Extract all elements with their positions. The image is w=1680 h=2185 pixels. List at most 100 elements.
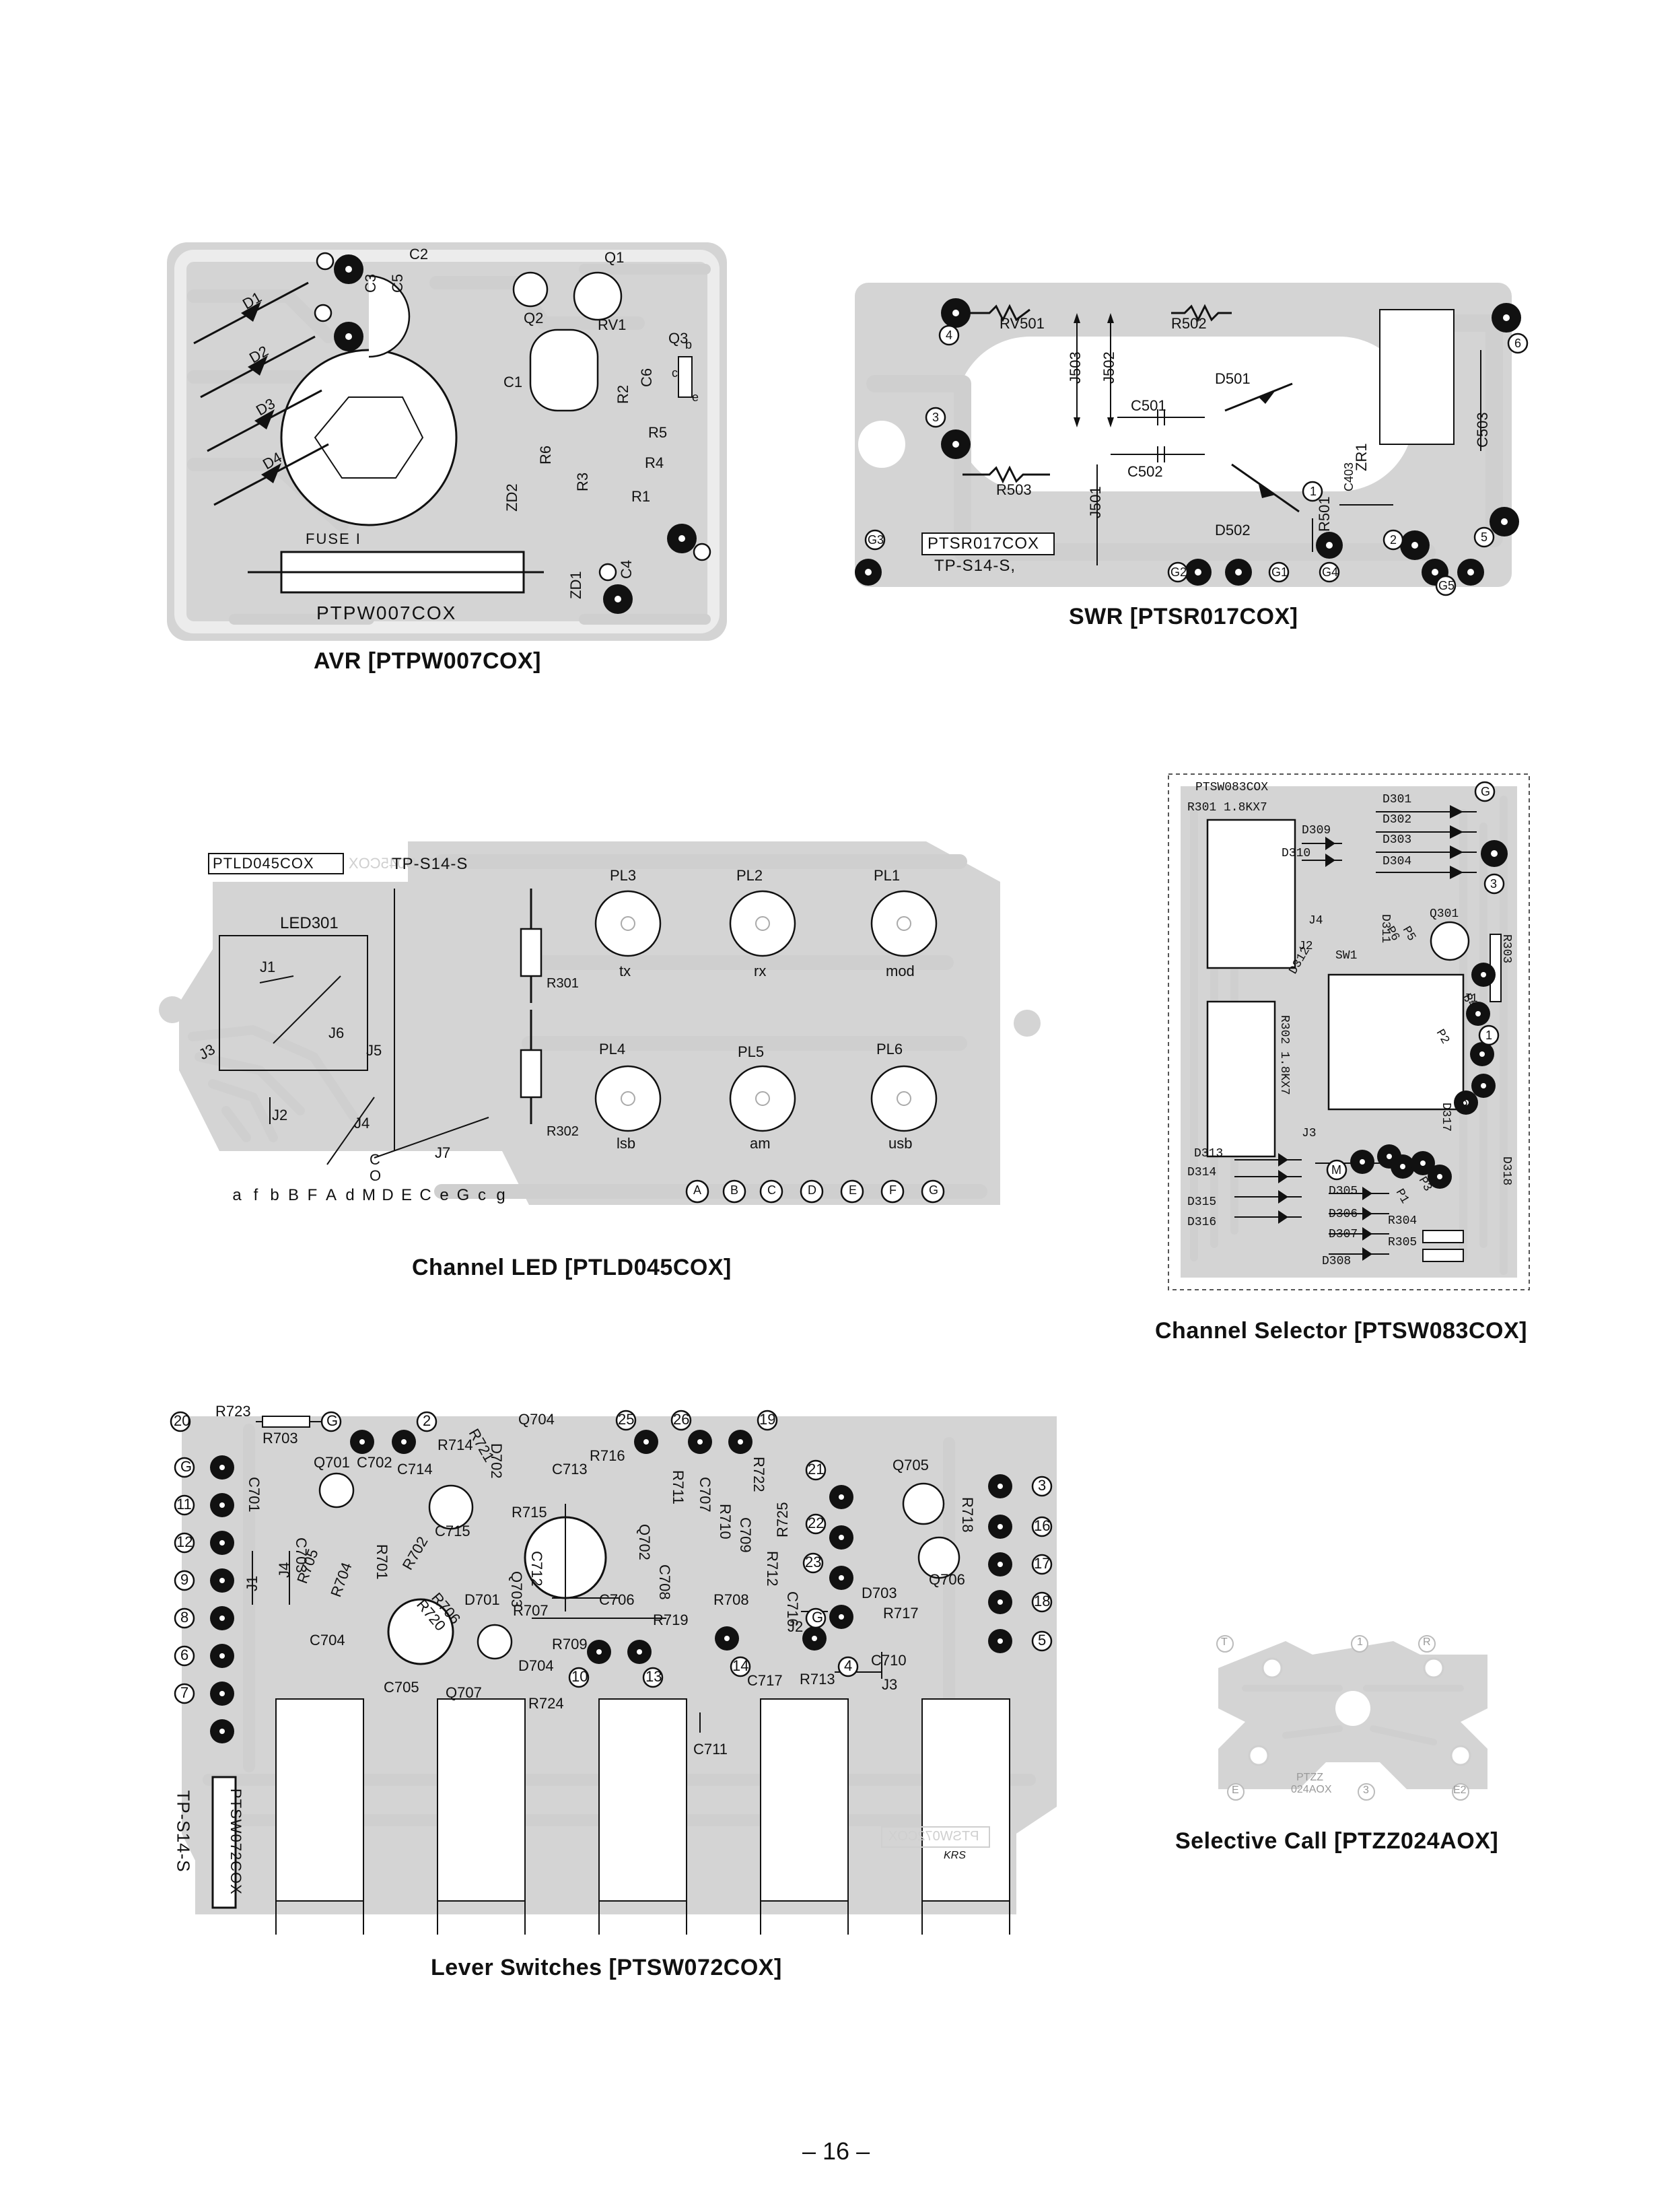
svg-text:C5: C5	[389, 274, 406, 293]
svg-text:1: 1	[1310, 485, 1317, 498]
svg-text:9: 9	[180, 1571, 188, 1588]
channel-led-board: PTLD045COX PTLD045COX TP-S14-S LED301 J1…	[152, 841, 1041, 1218]
pin-E: E	[400, 1186, 412, 1204]
pin-C: C	[419, 1186, 431, 1204]
svg-text:D318: D318	[1500, 1156, 1513, 1185]
lamp-pl6-func: usb	[888, 1135, 913, 1152]
svg-text:R2: R2	[615, 385, 631, 404]
pin-g: g	[496, 1186, 505, 1204]
svg-text:C716: C716	[784, 1591, 801, 1627]
svg-text:26: 26	[673, 1411, 689, 1428]
svg-text:12: 12	[176, 1533, 193, 1550]
lever-signature: KRS	[944, 1850, 966, 1861]
svg-text:J1: J1	[1463, 992, 1478, 1006]
svg-text:R715: R715	[512, 1504, 547, 1521]
svg-text:R305: R305	[1388, 1236, 1417, 1249]
svg-text:R707: R707	[513, 1602, 549, 1619]
svg-text:PTSW083COX: PTSW083COX	[1195, 781, 1268, 794]
svg-text:Q704: Q704	[518, 1411, 555, 1428]
channel-led-led-label: LED301	[280, 914, 339, 932]
svg-text:R710: R710	[717, 1504, 734, 1539]
channel-led-pin-o: O	[370, 1167, 382, 1184]
pin-d: d	[345, 1186, 355, 1204]
lamp-pl3-func: tx	[619, 963, 631, 979]
lever-pads-top	[350, 1430, 853, 1664]
channel-led-terminal-rings	[685, 1179, 945, 1204]
selcall-terminal-t: T	[1221, 1636, 1228, 1648]
svg-text:RV1: RV1	[598, 316, 626, 333]
pin-D: D	[382, 1186, 394, 1204]
svg-text:G1: G1	[1271, 565, 1288, 579]
lever-pads-right	[988, 1474, 1012, 1653]
svg-text:21: 21	[808, 1461, 824, 1478]
terminal-f: F	[889, 1183, 897, 1197]
svg-text:Q702: Q702	[636, 1524, 653, 1560]
svg-text:C711: C711	[693, 1741, 728, 1758]
svg-text:J4: J4	[276, 1562, 293, 1578]
pin-b: b	[270, 1186, 279, 1204]
svg-text:C706: C706	[599, 1591, 635, 1608]
svg-text:C503: C503	[1474, 412, 1491, 448]
svg-text:R6: R6	[537, 446, 554, 464]
avr-board: C2 Q1 Q2 RV1 Q3 C3 C5 C1 C6 R2 R5 R4 R6 …	[167, 242, 727, 641]
svg-text:G: G	[326, 1412, 338, 1429]
svg-text:25: 25	[618, 1411, 634, 1428]
svg-text:D315: D315	[1187, 1195, 1216, 1209]
lamp-pl1-ref: PL1	[874, 867, 901, 884]
pin-G: G	[456, 1186, 470, 1204]
svg-text:C702: C702	[357, 1454, 392, 1471]
svg-text:R708: R708	[713, 1591, 749, 1608]
svg-text:D310: D310	[1282, 847, 1310, 860]
svg-text:11: 11	[176, 1496, 192, 1513]
resistor-r302: R302	[547, 1124, 579, 1139]
svg-text:22: 22	[808, 1515, 824, 1531]
pin-c: c	[478, 1186, 486, 1204]
svg-text:R717: R717	[883, 1605, 919, 1622]
svg-text:C708: C708	[656, 1564, 673, 1600]
svg-text:D701: D701	[464, 1591, 500, 1608]
jumper-j2: J2	[272, 1107, 288, 1123]
svg-text:R719: R719	[653, 1611, 689, 1628]
svg-text:Q706: Q706	[929, 1571, 965, 1588]
svg-text:SW1: SW1	[1335, 949, 1357, 963]
svg-text:Q703: Q703	[508, 1571, 525, 1607]
svg-text:5: 5	[1038, 1632, 1046, 1649]
svg-text:Q301: Q301	[1430, 907, 1459, 921]
svg-text:R709: R709	[552, 1636, 588, 1653]
pin-A: A	[325, 1186, 337, 1204]
channel-selector-caption: Channel Selector [PTSW083COX]	[1155, 1318, 1527, 1344]
svg-text:C3: C3	[362, 274, 379, 293]
terminal-g: G	[929, 1183, 939, 1197]
svg-text:R724: R724	[528, 1695, 564, 1712]
avr-pcb-text: PTPW007COX	[316, 602, 457, 623]
svg-text:C709: C709	[737, 1517, 754, 1553]
avr-board-artwork: C2 Q1 Q2 RV1 Q3 C3 C5 C1 C6 R2 R5 R4 R6 …	[167, 242, 727, 641]
avr-caption: AVR [PTPW007COX]	[314, 648, 541, 674]
svg-text:D302: D302	[1382, 813, 1411, 827]
svg-text:J3: J3	[882, 1676, 897, 1693]
resistor-r301: R301	[547, 976, 579, 991]
svg-text:b: b	[685, 338, 692, 351]
svg-text:10: 10	[571, 1668, 588, 1685]
svg-text:G5: G5	[1438, 579, 1455, 592]
svg-text:R701: R701	[374, 1544, 390, 1580]
svg-text:D309: D309	[1302, 824, 1331, 837]
selector-diodes	[1234, 805, 1477, 1261]
svg-text:C4: C4	[618, 560, 635, 579]
svg-text:G: G	[812, 1609, 823, 1626]
jumper-j6: J6	[328, 1025, 345, 1041]
svg-text:M: M	[1331, 1163, 1341, 1177]
svg-text:6: 6	[1514, 337, 1521, 350]
svg-text:D316: D316	[1187, 1216, 1216, 1229]
svg-text:Q3: Q3	[668, 330, 688, 347]
svg-text:G4: G4	[1322, 565, 1338, 579]
svg-text:C710: C710	[871, 1652, 907, 1669]
selective-call-board-artwork	[1216, 1635, 1488, 1801]
swr-board-artwork: RV501 R502 J503 J502 D501 C501 C502 R503…	[855, 283, 1529, 596]
svg-text:J2: J2	[788, 1618, 803, 1635]
svg-text:D306: D306	[1329, 1208, 1358, 1221]
svg-text:R502: R502	[1171, 315, 1207, 332]
svg-text:D317: D317	[1439, 1103, 1452, 1132]
diode-string	[193, 281, 329, 506]
